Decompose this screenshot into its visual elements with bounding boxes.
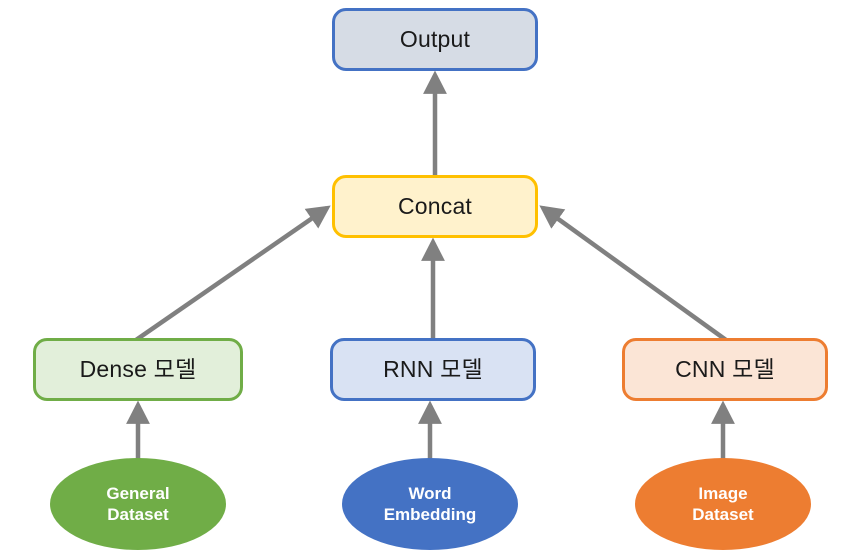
node-dense-model-label: Dense 모델 (79, 356, 197, 383)
edge-dense-to-concat (134, 205, 331, 342)
node-output-label: Output (399, 26, 471, 53)
edge-cnn-to-concat (539, 205, 728, 342)
node-general-dataset-label: General Dataset (106, 483, 170, 524)
node-word-embedding-label: Word Embedding (383, 483, 477, 524)
node-image-dataset[interactable]: Image Dataset (635, 458, 811, 550)
node-dense-model[interactable]: Dense 모델 (33, 338, 243, 401)
node-concat-label: Concat (397, 193, 473, 220)
node-word-embedding[interactable]: Word Embedding (342, 458, 518, 550)
node-general-dataset[interactable]: General Dataset (50, 458, 226, 550)
node-cnn-model[interactable]: CNN 모델 (622, 338, 828, 401)
node-rnn-model[interactable]: RNN 모델 (330, 338, 536, 401)
node-concat[interactable]: Concat (332, 175, 538, 238)
node-cnn-model-label: CNN 모델 (675, 356, 775, 383)
node-image-dataset-label: Image Dataset (692, 483, 754, 524)
node-output[interactable]: Output (332, 8, 538, 71)
node-rnn-model-label: RNN 모델 (383, 356, 483, 383)
